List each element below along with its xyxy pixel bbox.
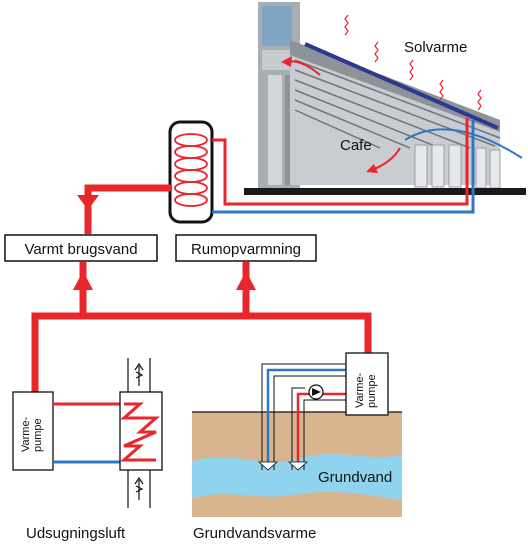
solar-circuit-pipes <box>212 118 475 214</box>
solar-label: Solvarme <box>404 39 467 56</box>
right-pump-line1: Varme- <box>354 372 366 408</box>
groundwater-heat-pump: Varme- pumpe <box>345 352 389 416</box>
left-pump-line1: Varme- <box>20 416 32 452</box>
groundwater-wells <box>257 363 352 471</box>
exhaust-heat-pump: Varme- pumpe <box>12 391 54 471</box>
cafe-label: Cafe <box>340 137 372 154</box>
groundwater-heat-caption: Grundvandsvarme <box>193 525 316 542</box>
hot-water-box: Varmt brugsvand <box>4 234 158 262</box>
air-up-arrow-icons <box>134 362 144 500</box>
space-heating-box: Rumopvarmning <box>175 234 317 262</box>
hot-water-label: Varmt brugsvand <box>24 241 137 258</box>
flow-arrow-icons <box>73 195 256 290</box>
circulation-pump-icon <box>308 384 324 400</box>
groundwater-label: Grundvand <box>318 469 392 486</box>
exhaust-air-caption: Udsugningsluft <box>26 525 126 542</box>
heating-coil <box>174 133 208 207</box>
building-illustration <box>244 2 526 195</box>
left-pump-line2: pumpe <box>32 418 44 452</box>
sun-ray-icons <box>344 14 482 111</box>
heat-exchanger <box>119 391 163 471</box>
space-heating-label: Rumopvarmning <box>191 241 301 258</box>
storage-tank <box>168 120 214 224</box>
right-pump-line2: pumpe <box>366 374 378 408</box>
exhaust-duct <box>127 358 151 508</box>
airflow-arrows <box>281 56 523 173</box>
